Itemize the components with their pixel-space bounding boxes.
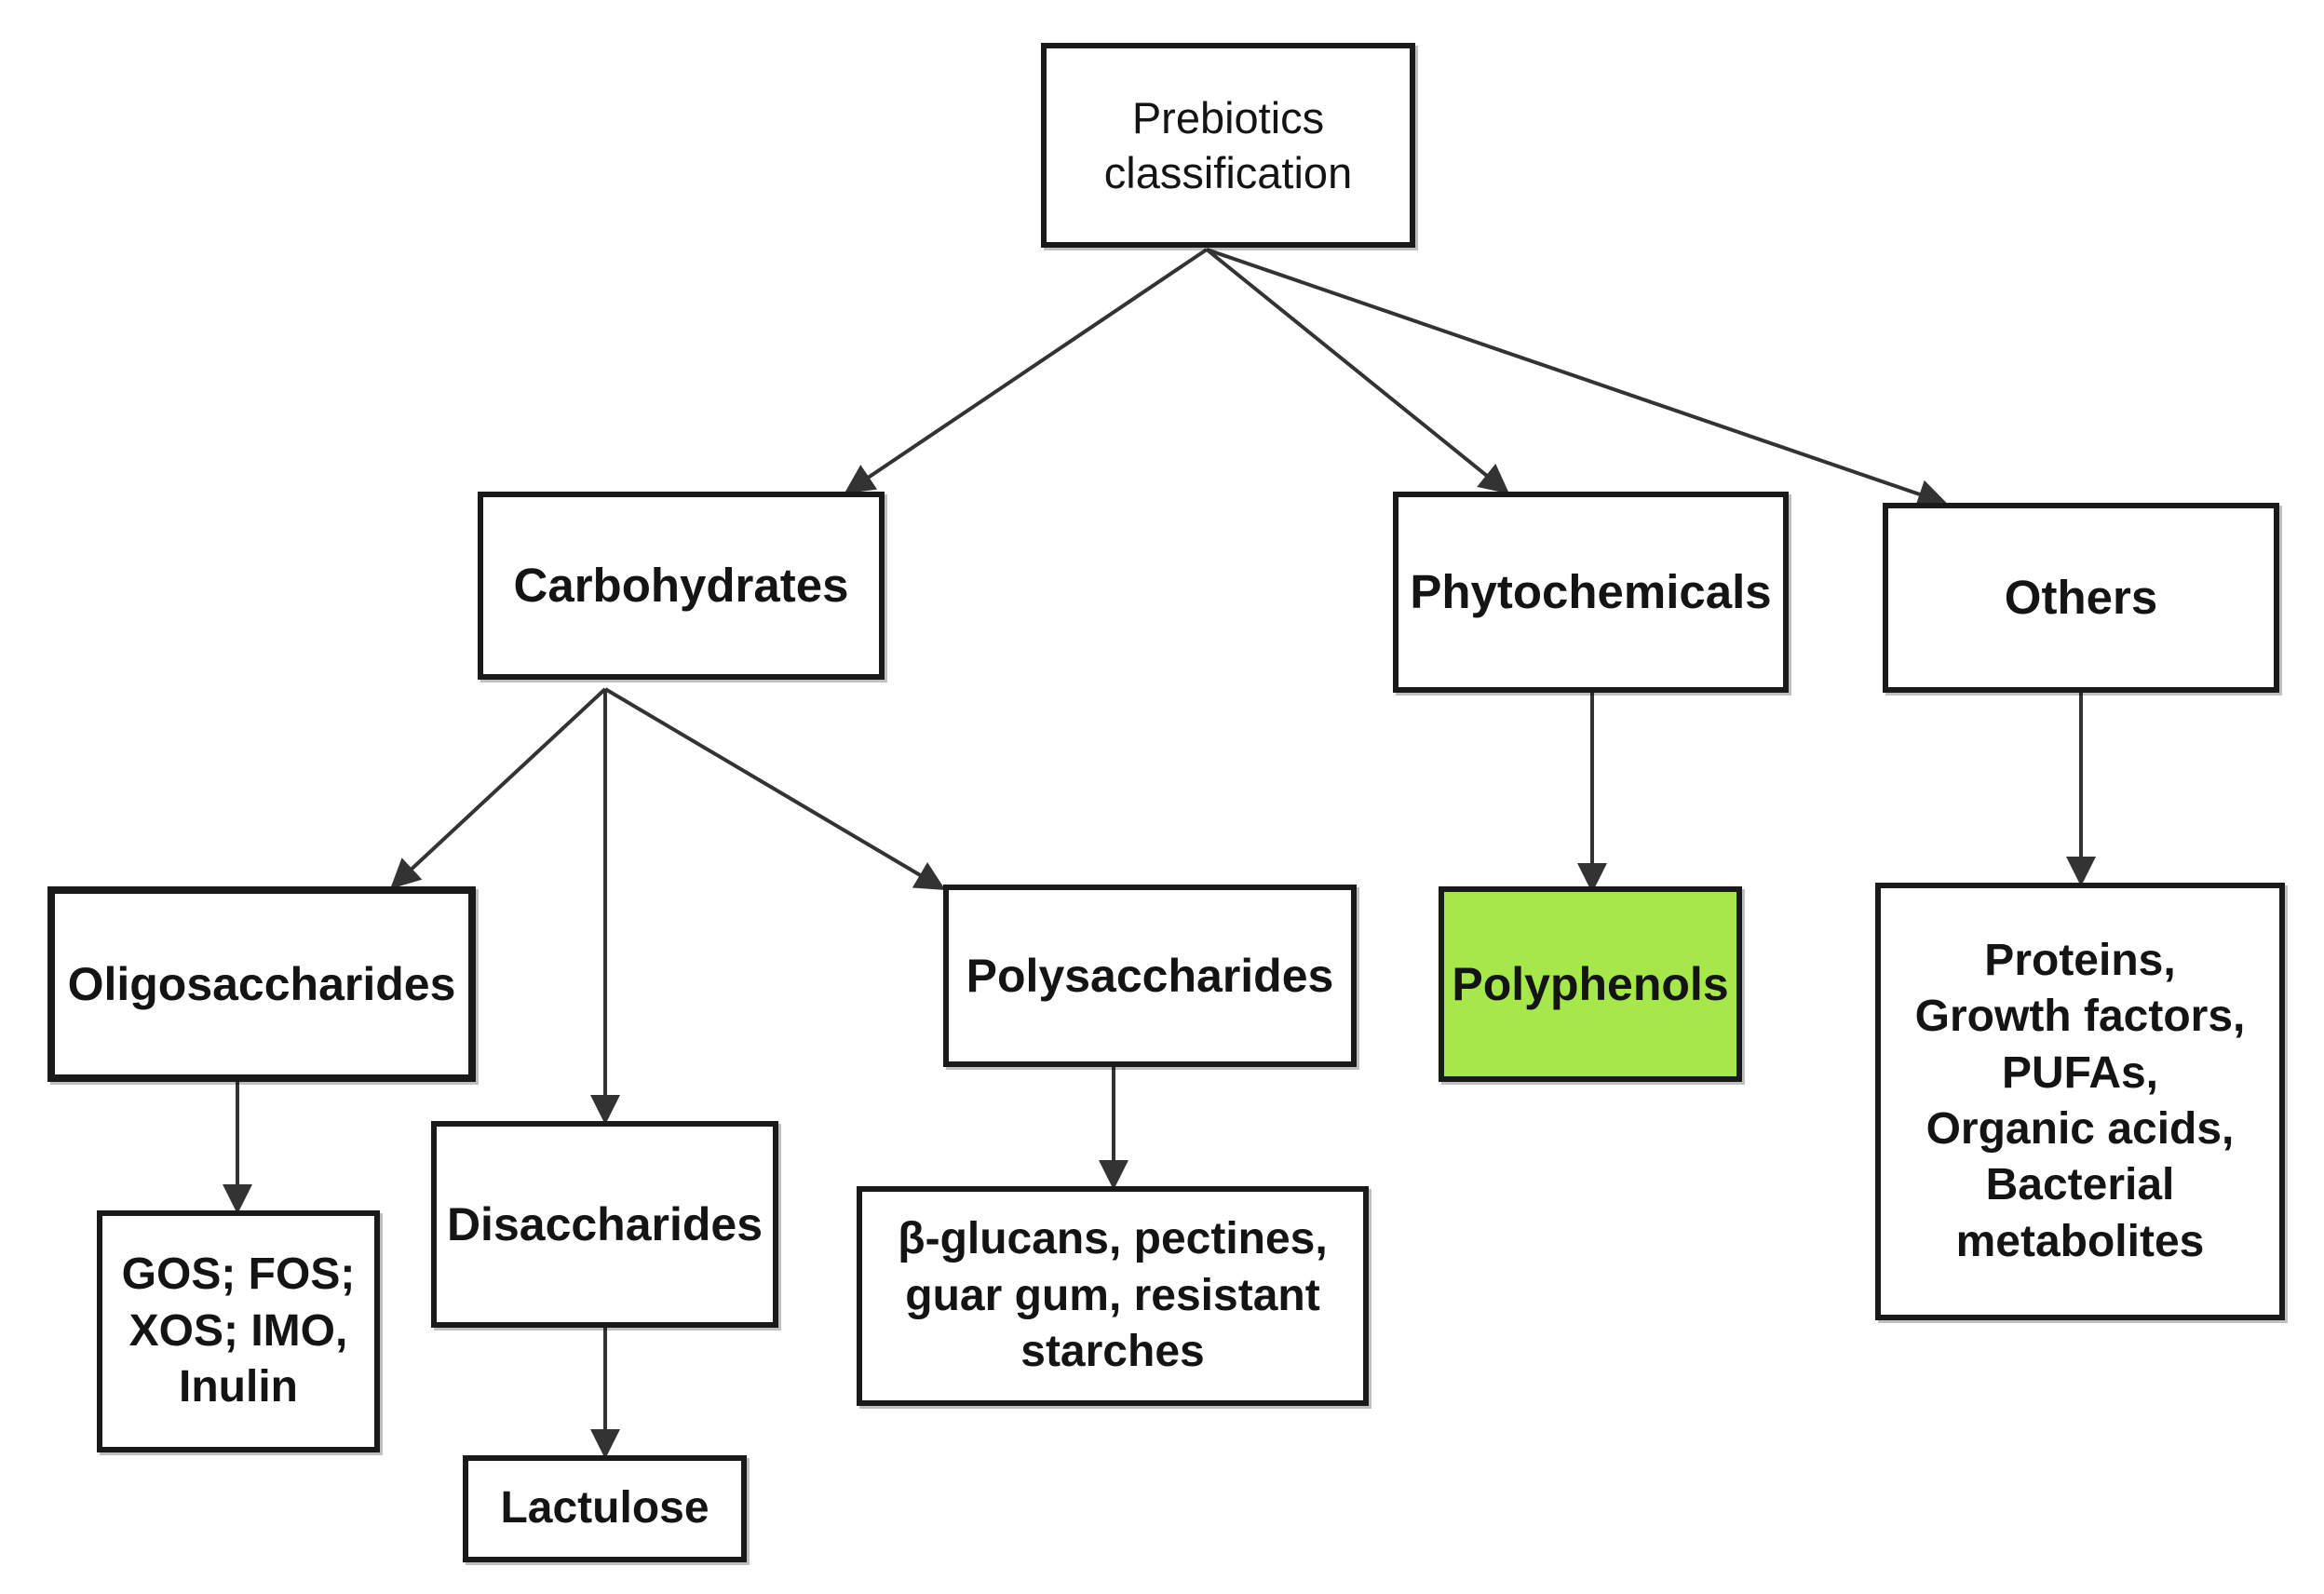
- arrow-carbohydrates-to-oligosaccharides: [390, 687, 607, 889]
- poly-examples-node: β-glucans, pectines, guar gum, resistant…: [857, 1186, 1369, 1406]
- carbohydrates-node: Carbohydrates: [478, 492, 885, 680]
- lactulose-label: Lactulose: [500, 1483, 709, 1533]
- arrow-root-to-phytochemicals: [1205, 248, 1510, 494]
- others-label: Others: [2004, 570, 2158, 624]
- oligo-examples-label: GOS; FOS; XOS; IMO, Inulin: [121, 1250, 356, 1412]
- polyphenols-label: Polyphenols: [1452, 957, 1729, 1010]
- lactulose-node: Lactulose: [463, 1455, 747, 1562]
- others-examples-node: Proteins, Growth factors, PUFAs, Organic…: [1875, 883, 2285, 1320]
- disaccharides-label: Disaccharides: [446, 1197, 763, 1250]
- arrow-root-to-carbohydrates: [844, 248, 1209, 494]
- arrow-root-to-others: [1206, 248, 1948, 509]
- others-examples-label: Proteins, Growth factors, PUFAs, Organic…: [1914, 935, 2246, 1266]
- polysaccharides-node: Polysaccharides: [943, 885, 1357, 1067]
- oligo-examples-node: GOS; FOS; XOS; IMO, Inulin: [97, 1210, 380, 1452]
- root-node: Prebiotics classification: [1041, 43, 1415, 248]
- polyphenols-node: Polyphenols: [1439, 886, 1742, 1082]
- phytochemicals-label: Phytochemicals: [1410, 564, 1772, 618]
- others-node: Others: [1883, 503, 2279, 693]
- poly-examples-label: β-glucans, pectines, guar gum, resistant…: [898, 1214, 1328, 1377]
- oligosaccharides-label: Oligosaccharides: [67, 957, 456, 1010]
- disaccharides-node: Disaccharides: [431, 1121, 778, 1328]
- polysaccharides-label: Polysaccharides: [966, 949, 1334, 1002]
- oligosaccharides-node: Oligosaccharides: [47, 886, 476, 1082]
- arrow-carbohydrates-to-polysaccharides: [603, 687, 946, 891]
- root-label: Prebiotics classification: [1103, 92, 1353, 197]
- carbohydrates-label: Carbohydrates: [513, 558, 849, 612]
- phytochemicals-node: Phytochemicals: [1393, 492, 1789, 693]
